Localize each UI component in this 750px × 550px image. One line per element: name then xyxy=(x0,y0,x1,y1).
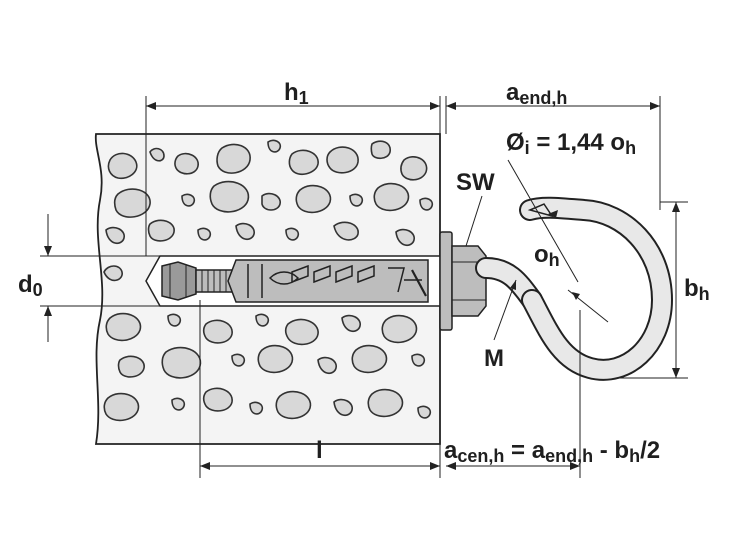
aggregate-stones xyxy=(103,139,434,422)
label-aend: aend,h xyxy=(506,79,567,108)
expansion-anchor xyxy=(161,259,429,303)
washer xyxy=(439,231,453,331)
fish-logo xyxy=(268,271,300,285)
dimension-lines xyxy=(40,96,688,478)
label-m: M xyxy=(484,345,504,372)
screw-hook xyxy=(475,196,674,381)
labels: h1 aend,h Øi = 1,44 oh SW oh bh d0 M l a… xyxy=(18,79,710,466)
cone-nut xyxy=(161,261,197,301)
label-oi: Øi = 1,44 oh xyxy=(506,129,636,158)
label-oh: oh xyxy=(534,241,560,270)
label-h1: h1 xyxy=(284,79,309,108)
hex-nut xyxy=(451,245,487,317)
label-acen: acen,h = aend,h - bh/2 xyxy=(444,437,660,466)
washer-and-nut xyxy=(439,231,487,331)
label-bh: bh xyxy=(684,275,710,304)
label-sw: SW xyxy=(456,169,495,196)
label-d0: d0 xyxy=(18,271,43,300)
expansion-sleeve xyxy=(227,259,429,303)
label-l: l xyxy=(316,437,323,464)
